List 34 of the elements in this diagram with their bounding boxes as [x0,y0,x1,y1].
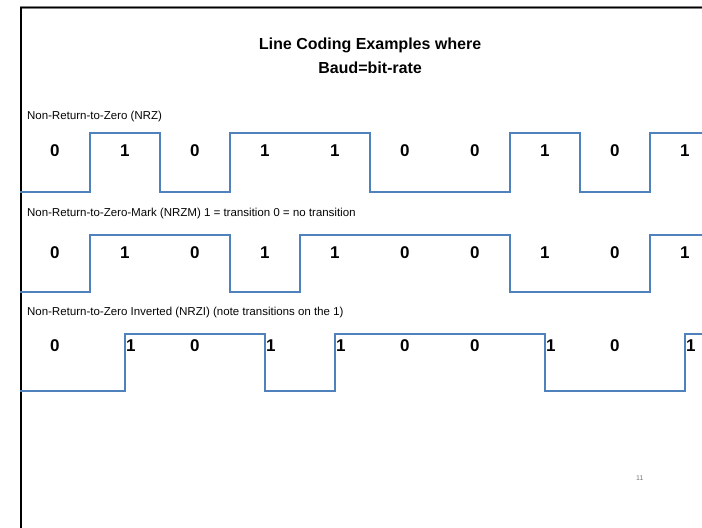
bit-value: 1 [540,141,550,161]
bit-value: 0 [470,141,480,161]
bit-value: 1 [546,336,556,356]
bit-value: 0 [400,336,410,356]
bit-value: 0 [610,243,620,263]
bit-value: 1 [686,336,696,356]
bit-value: 0 [470,336,480,356]
bit-value: 0 [400,243,410,263]
bit-value: 1 [680,141,690,161]
bit-value: 0 [50,336,60,356]
bit-value: 0 [50,243,60,263]
bit-value: 0 [400,141,410,161]
encoding-name: Non-Return-to-Zero-Mark (NRZM) 1 = transition 0 = no transition [27,207,356,219]
encoding-name: Non-Return-to-Zero Inverted (NRZI) (note transitions on the 1) [27,306,344,318]
slide-title: Line Coding Examples where Baud=bit-rate [258,35,482,79]
encoding-name: Non-Return-to-Zero (NRZ) [27,110,162,122]
bit-value: 1 [266,336,276,356]
bit-value: 0 [610,141,620,161]
bit-value: 1 [330,141,340,161]
bit-value: 1 [540,243,550,263]
bit-value: 0 [470,243,480,263]
bit-value: 0 [190,243,200,263]
bit-value: 1 [260,141,270,161]
bit-value: 0 [190,336,200,356]
bit-value: 0 [50,141,60,161]
bit-value: 1 [330,243,340,263]
bit-value: 1 [260,243,270,263]
bit-value: 0 [190,141,200,161]
bit-value: 1 [126,336,136,356]
bit-value: 1 [680,243,690,263]
bit-value: 1 [120,243,130,263]
bit-value: 0 [610,336,620,356]
bit-value: 1 [336,336,346,356]
bit-value: 1 [120,141,130,161]
